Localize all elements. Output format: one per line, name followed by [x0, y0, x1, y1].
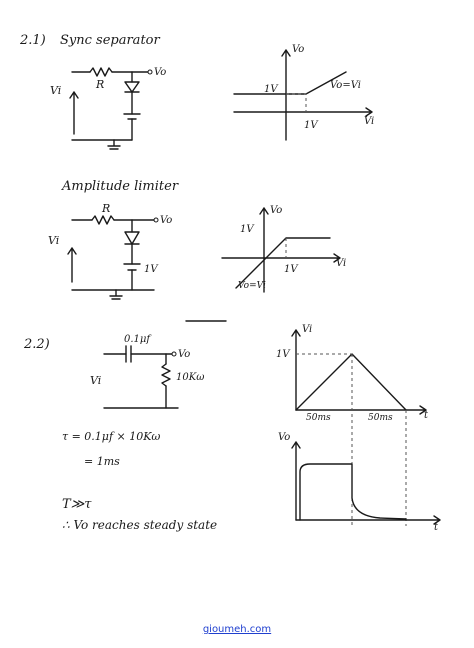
graph-y-label: Vo [270, 205, 282, 216]
section-2-2-number: 2.2) [23, 337, 50, 352]
output-waveform-graph: Vo t [278, 432, 441, 533]
x-tick-2-label: 50ms [368, 413, 393, 423]
output-label: Vo [178, 349, 190, 360]
input-waveform-graph: Vi t 1V 50ms 50ms [276, 324, 429, 526]
diode-symbol [124, 81, 140, 93]
battery-symbol [123, 263, 141, 271]
resistor-symbol [91, 215, 115, 225]
x-tick-label: 1V [284, 264, 299, 275]
output-label: Vo [160, 215, 172, 226]
input-label: Vi [48, 234, 59, 247]
sync-separator-graph: Vo Vi 1V 1V Vo=Vi [233, 44, 374, 141]
triangle-wave [295, 353, 407, 411]
section-2-1-number: 2.1) [19, 33, 46, 48]
graph-x-label: Vi [364, 116, 374, 127]
resistor-label: R [101, 202, 110, 215]
y-tick-label: 1V [264, 84, 279, 95]
output-label: Vo [154, 67, 166, 78]
capacitor-symbol [125, 345, 132, 363]
curve-label: Vo=Vi [330, 80, 361, 91]
curve-label: Vo=Vi [238, 281, 266, 291]
time-constant-result: = 1ms [84, 455, 120, 468]
source-label: 1V [144, 264, 159, 275]
limiter-circuit: R Vo 1V Vi [48, 202, 172, 300]
output-waveform [299, 463, 407, 521]
graph-x-label: t [424, 410, 429, 421]
resistor-symbol [161, 363, 171, 387]
diode-symbol [124, 231, 140, 245]
rc-circuit: 0.1μf Vo 10Kω Vi [90, 334, 204, 409]
capacitor-label: 0.1μf [124, 334, 152, 345]
limiter-title: Amplitude limiter [61, 179, 179, 194]
x-tick-label: 1V [304, 120, 319, 131]
section-2-1-title: Sync separator [60, 33, 160, 48]
graph-y-label: Vo [292, 44, 304, 55]
input-label: Vi [90, 374, 101, 387]
x-tick-1-label: 50ms [306, 413, 331, 423]
input-label: Vi [50, 84, 61, 97]
resistor-symbol [89, 67, 113, 77]
battery-symbol [123, 113, 141, 120]
sync-separator-circuit: R Vo Vi [50, 67, 166, 150]
y-tick-label: 1V [240, 224, 255, 235]
resistor-label: R [95, 78, 104, 91]
graph-y-label: Vo [278, 432, 290, 443]
graph-y-label: Vi [302, 324, 312, 335]
input-arrow [69, 91, 79, 135]
limiter-graph: Vo Vi 1V 1V Vo=Vi [221, 205, 346, 293]
graph-x-label: t [434, 522, 439, 533]
resistor-label: 10Kω [176, 372, 204, 383]
conclusion-text: ∴ Vo reaches steady state [62, 518, 217, 532]
period-relation: T≫τ [62, 497, 92, 512]
graph-x-label: Vi [336, 258, 346, 269]
footer-website-link[interactable]: gioumeh.com [202, 624, 272, 635]
input-arrow [67, 247, 77, 283]
time-constant-equation: τ = 0.1μf × 10Kω [62, 430, 160, 443]
y-tick-label: 1V [276, 349, 291, 360]
